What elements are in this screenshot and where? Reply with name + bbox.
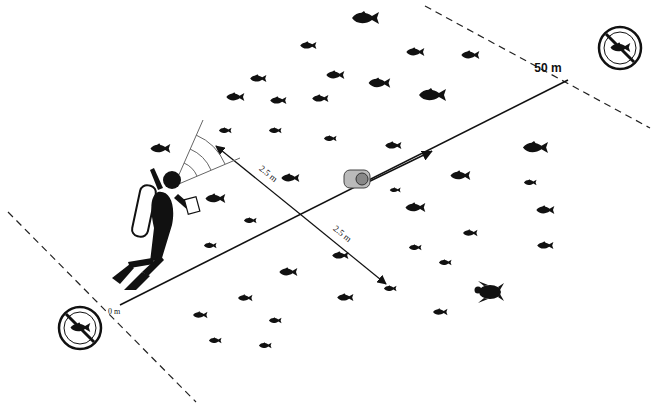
distance-label: 50 m — [534, 62, 561, 74]
fish-school — [150, 11, 554, 348]
width-arrow — [300, 214, 386, 284]
diver — [112, 168, 200, 290]
view-cone — [174, 120, 240, 186]
distance-label: 0 m — [108, 308, 120, 316]
reel — [344, 170, 370, 188]
prohibition-sign — [59, 307, 101, 349]
direction-arrow — [360, 151, 432, 186]
boundary-line — [8, 6, 650, 402]
prohibition-sign — [599, 27, 641, 69]
dimension-label: 2.5 m — [257, 164, 279, 184]
width-arrow — [216, 146, 300, 214]
turtle — [475, 281, 505, 303]
transect-line — [120, 80, 568, 305]
dimension-label: 2.5 m — [331, 224, 353, 244]
